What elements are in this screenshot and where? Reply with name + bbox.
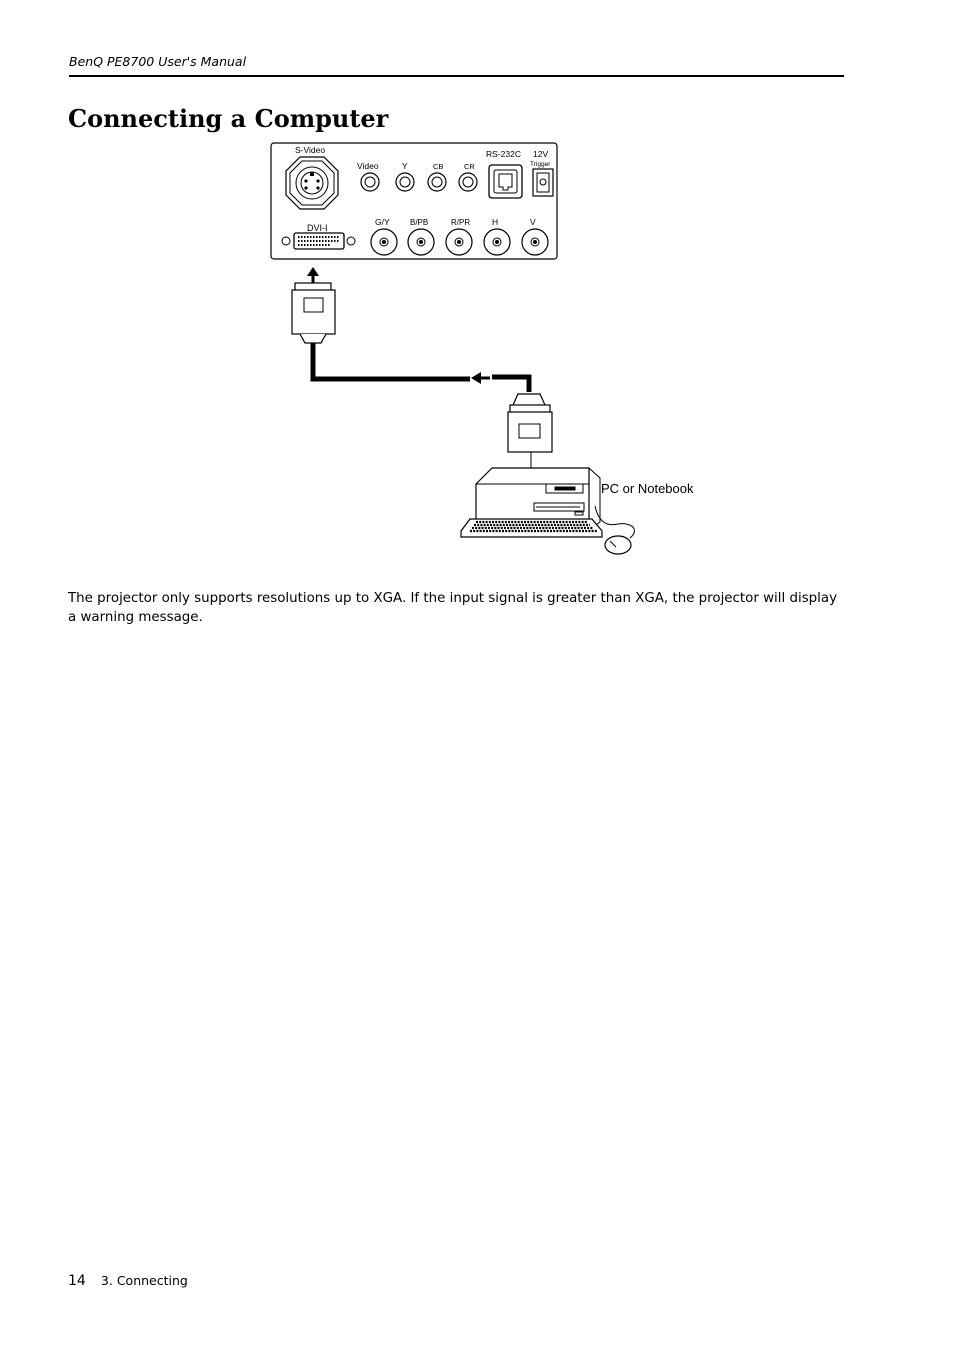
dvi-port-icon (281, 232, 356, 250)
cable-connector-pc-icon (507, 393, 553, 476)
body-paragraph: The projector only supports resolutions … (68, 591, 838, 625)
cable-line (310, 343, 470, 382)
page-footer: 14 3. Connecting (68, 1270, 188, 1289)
h-label: H (492, 217, 498, 227)
trigger-label: Trigger (530, 161, 551, 168)
trigger-port-icon (532, 168, 554, 197)
cable-line-2 (492, 374, 532, 392)
connection-diagram: S-Video Video Y CB CR RS-232C 12V Trigge… (270, 142, 694, 555)
projector-rear-panel (270, 142, 558, 260)
computer-icon (460, 467, 635, 555)
cable-connector-icon (291, 282, 336, 344)
rs232c-port-icon (488, 164, 523, 199)
arrow-up-icon (307, 267, 319, 283)
bnc-jacks-icon (370, 228, 549, 256)
gy-label: G/Y (375, 217, 390, 227)
running-header: BenQ PE8700 User's Manual (69, 54, 247, 69)
page-number: 14 (68, 1273, 86, 1289)
bpb-label: B/PB (410, 218, 428, 227)
dvi-label: DVI-I (307, 223, 328, 233)
s-video-port-icon (285, 156, 339, 210)
s-video-label: S-Video (295, 145, 325, 155)
cr-label: CR (464, 162, 475, 171)
arrow-left-icon (471, 372, 490, 384)
page-title: Connecting a Computer (68, 104, 389, 133)
rca-jacks-top-icon (360, 172, 478, 192)
video-label: Video (357, 161, 379, 171)
footer-section-name: 3. Connecting (100, 1273, 188, 1288)
rpr-label: R/PR (451, 218, 470, 227)
cb-label: CB (433, 162, 443, 171)
12v-label: 12V (533, 149, 548, 159)
device-label: PC or Notebook (601, 481, 694, 496)
rs232c-label: RS-232C (486, 149, 521, 159)
v-label: V (530, 217, 536, 227)
y-label: Y (402, 161, 408, 171)
header-rule (69, 75, 844, 77)
